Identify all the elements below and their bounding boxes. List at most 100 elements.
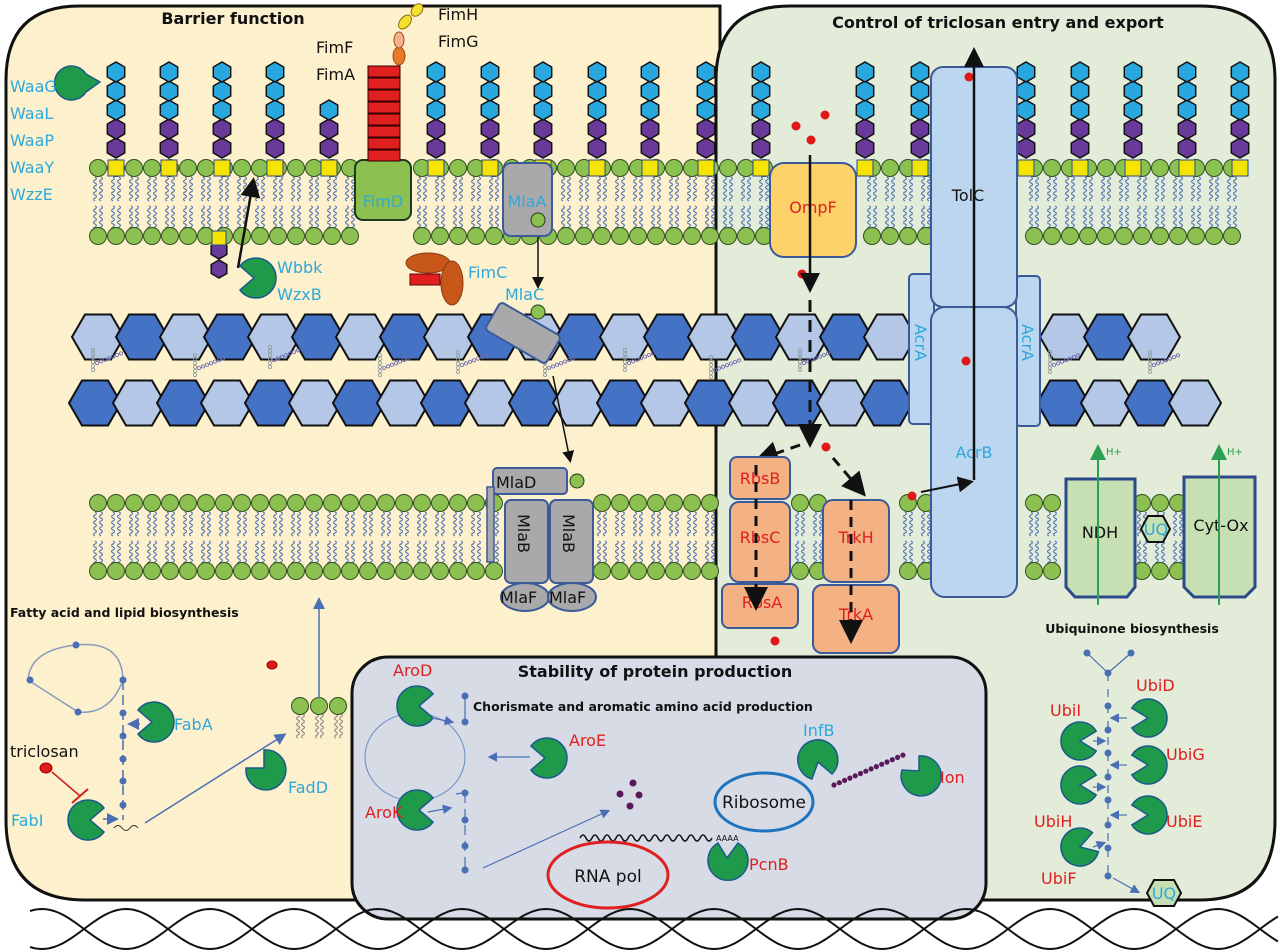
core-sugar [910, 118, 930, 140]
pcnb-enzyme-icon [707, 841, 749, 881]
o-antigen-sugar [1070, 80, 1090, 102]
lipid-tail [1083, 205, 1087, 231]
lipid-tail [1047, 511, 1051, 537]
core-sugar [1070, 118, 1090, 140]
glycan-unit [67, 379, 123, 427]
lipid-tail [381, 540, 385, 566]
lipid-head [143, 227, 161, 245]
lipid-head [1097, 227, 1115, 245]
peptide-residue [863, 768, 869, 774]
o-antigen-sugar [910, 80, 930, 102]
ribosome-label: Ribosome [722, 793, 806, 813]
peptide-link [1148, 357, 1153, 362]
lipid-head [701, 227, 719, 245]
lipid-tail [489, 176, 493, 202]
lipid-tail [441, 205, 445, 231]
lipid-tail [891, 176, 895, 202]
lipid-tail [639, 205, 643, 231]
lipid-tail [1047, 205, 1051, 231]
lipid-tail [327, 540, 331, 566]
lipid-tail [423, 205, 427, 231]
peptide-link [651, 351, 656, 356]
triclosan-inhibition-line [51, 771, 81, 797]
lipid-tail [1071, 176, 1075, 202]
lipid-tail [183, 205, 187, 231]
lipid-tail [219, 511, 223, 537]
lipid-tail [903, 511, 907, 537]
peptide-link [267, 356, 272, 361]
lipid-head [701, 494, 719, 512]
lipid-tail [201, 205, 205, 231]
lipid-head [107, 562, 125, 580]
peptide-link [737, 358, 742, 363]
lipid-tail [1053, 176, 1057, 202]
lipid-tail [1029, 511, 1033, 537]
lipid-tail [417, 176, 421, 202]
fimf-subunit [393, 31, 405, 49]
o-antigen-sugar [265, 80, 285, 102]
lipid-tail [1161, 205, 1165, 231]
lipid-tail [813, 511, 817, 537]
lipid-tail [1233, 176, 1237, 202]
lipid-tail [903, 176, 907, 202]
faba-enzyme-icon [136, 701, 175, 743]
faba-label: FabA [174, 715, 213, 734]
peptide-link [115, 352, 120, 357]
lipid-tail [243, 540, 247, 566]
peptide-link [91, 355, 96, 360]
ubii-enzyme-icon [1060, 721, 1098, 761]
lipid-a [752, 159, 770, 177]
core-sugar [106, 137, 126, 159]
ubi-enzymes [1060, 698, 1168, 867]
peptide-link [1048, 369, 1053, 374]
lipid-tail [687, 176, 691, 202]
lipid-head [1169, 227, 1187, 245]
lipid-tail [1143, 540, 1147, 566]
peptide-link [798, 359, 803, 364]
peptide-link [623, 347, 628, 352]
fimc-label: FimC [468, 263, 507, 282]
fim-complex: FimD FimF FimA FimH FimG FimC [316, 3, 507, 306]
core-sugar [159, 118, 179, 140]
lipid-head [233, 562, 251, 580]
lipid-tail [657, 511, 661, 537]
fimf-label: FimF [316, 38, 353, 57]
peptide-link [475, 356, 480, 361]
lipid-tail [237, 511, 241, 537]
intermediate-dot [461, 692, 469, 700]
lipid-tail [273, 205, 277, 231]
aroe-label: AroE [569, 731, 606, 750]
lipid-tail [441, 540, 445, 566]
lipid-head [611, 562, 629, 580]
lipid-head [1097, 159, 1115, 177]
peptide-link [216, 357, 221, 362]
ubi-intermediate [1104, 749, 1112, 757]
lipid-head [1187, 227, 1205, 245]
peptide-link [1048, 361, 1053, 366]
peptide-residue [836, 780, 842, 786]
fabi-enzyme-icon [67, 799, 106, 841]
peptide-link [483, 353, 488, 358]
peptide-link [733, 359, 738, 364]
ubiquinone-biosynthesis: Ubiquinone biosynthesis UbiD UbiI UbiG U… [1034, 621, 1219, 907]
lipid-tail [1119, 176, 1123, 202]
core-sugar [910, 137, 930, 159]
lipid-tail [1065, 176, 1069, 202]
lipid-tail [705, 511, 709, 537]
peptide-link [818, 354, 823, 359]
lipid-tail [885, 176, 889, 202]
peptide-link [385, 364, 390, 369]
peptide-link [267, 344, 272, 349]
lipid-tail [741, 176, 745, 202]
ubig-label: UbiG [1166, 745, 1205, 764]
peptide-residue [879, 761, 885, 767]
cycle-return [455, 791, 469, 795]
lipid-tail [387, 511, 391, 537]
peptide-link [729, 361, 734, 366]
uq-product-label: UQ [1152, 884, 1176, 903]
lipid-tail [111, 176, 115, 202]
o-antigen-sugar [1177, 99, 1197, 121]
lipid-tail [1053, 205, 1057, 231]
amino-acid-dot [629, 779, 637, 787]
lipid-tail [279, 205, 283, 231]
